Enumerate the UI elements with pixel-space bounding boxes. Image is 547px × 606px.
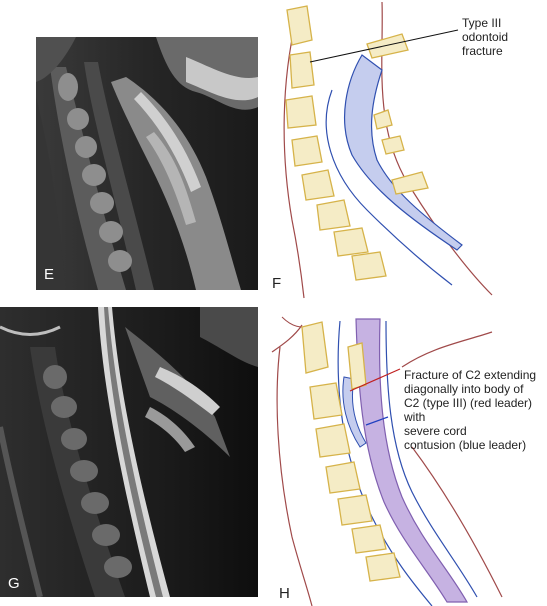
diagram-h-canal-posterior — [385, 320, 478, 598]
mri-e-image — [36, 37, 258, 290]
diagram-f-drawing — [283, 1, 493, 299]
diagram-h-drawing — [271, 316, 503, 606]
mri-g-vertebrae — [43, 365, 132, 578]
panel-label-e: E — [44, 266, 55, 283]
panel-label-f: F — [272, 275, 282, 292]
diagram-h-leader-blue — [365, 416, 389, 426]
annotation-f: Type III odontoid fracture — [462, 16, 509, 58]
mri-e-vertebrae — [58, 73, 132, 272]
diagram-h-vertebrae — [301, 321, 401, 582]
diagram-h-posterior-outline — [411, 446, 503, 598]
diagram-h-cord — [355, 318, 469, 603]
diagram-f-leader — [309, 29, 459, 63]
diagram-h-anterior-outline — [276, 346, 313, 606]
diagram-panel-f: Type III odontoid fracture F — [262, 0, 547, 300]
annotation-h: Fracture of C2 extending diagonally into… — [404, 368, 537, 452]
diagram-panel-h: Fracture of C2 extending diagonally into… — [262, 307, 547, 606]
mri-panel-e: E — [36, 37, 258, 290]
diagram-f-canal — [343, 54, 463, 251]
mri-g-image — [0, 307, 258, 597]
diagram-h-leader-red — [349, 368, 401, 392]
panel-label-g: G — [8, 575, 20, 592]
diagram-f-vertebrae — [285, 5, 429, 281]
panel-label-h: H — [279, 585, 290, 602]
mri-panel-g: G — [0, 307, 258, 597]
diagram-f-anterior-outline — [283, 19, 305, 299]
